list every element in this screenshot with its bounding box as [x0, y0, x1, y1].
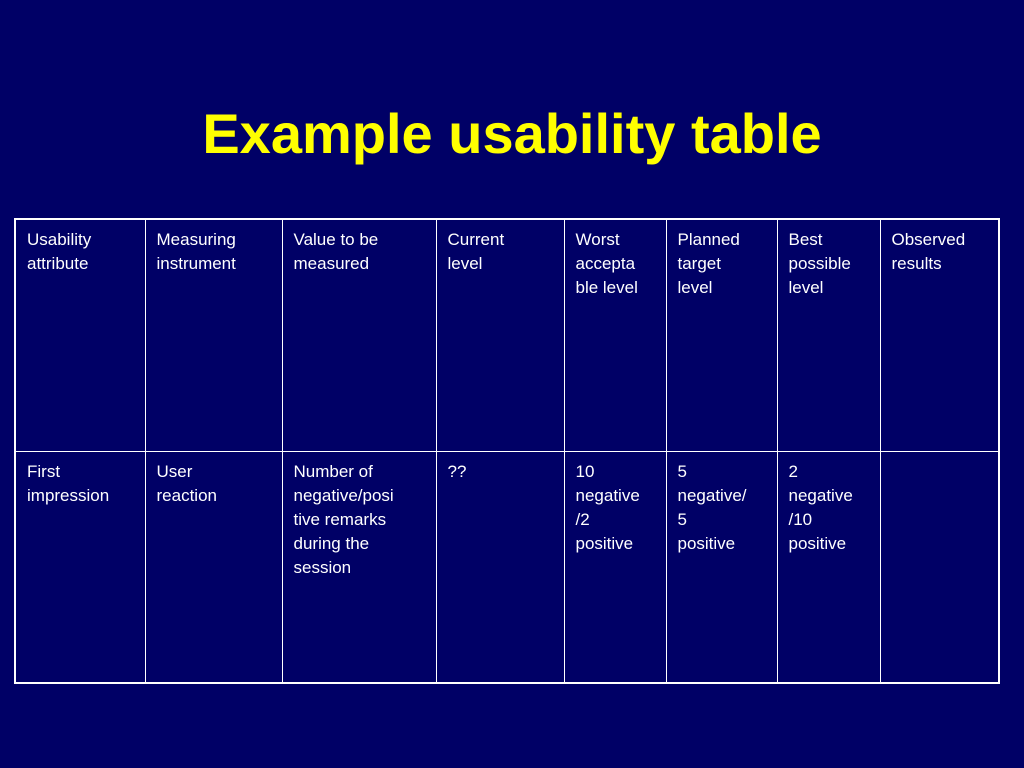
cell-text: positive — [788, 533, 847, 553]
usability-table: Usability attribute Measuring instrument… — [14, 218, 1000, 684]
cell-value-to-be-measured: Number of negative/posi tive remarks dur… — [281, 450, 437, 682]
cell-text: 5 — [677, 509, 687, 529]
cell-planned-target-level: 5 negative/ 5 positive — [665, 450, 778, 682]
cell-text: positive — [677, 533, 736, 553]
cell-text: reaction — [156, 485, 217, 505]
cell-text: Planned — [677, 230, 740, 249]
cell-text: negative/ — [677, 485, 747, 505]
cell-text: Observed — [891, 230, 966, 249]
table-row: First impression User reaction Number of… — [16, 450, 998, 682]
cell-text: /2 — [575, 509, 590, 529]
cell-text: impression — [27, 485, 110, 505]
cell-text: Value to be — [293, 230, 379, 249]
cell-text: accepta — [575, 254, 636, 273]
header-usability-attribute: Usability attribute — [16, 220, 146, 452]
header-best-possible-level: Best possible level — [776, 220, 881, 452]
cell-text: Usability — [27, 230, 92, 249]
cell-text: results — [891, 254, 942, 273]
cell-text: session — [293, 557, 352, 577]
cell-text: 10 — [575, 461, 595, 481]
header-planned-target-level: Planned target level — [665, 220, 778, 452]
cell-text: level — [447, 254, 483, 273]
cell-text: Current — [447, 230, 505, 249]
header-value-to-be-measured: Value to be measured — [281, 220, 437, 452]
cell-worst-acceptable-level: 10 negative /2 positive — [563, 450, 667, 682]
cell-text: negative/posi — [293, 485, 394, 505]
cell-text: attribute — [27, 254, 89, 273]
cell-text: measured — [293, 254, 370, 273]
header-observed-results: Observed results — [879, 220, 998, 452]
cell-text: during the — [293, 533, 370, 553]
cell-measuring-instrument: User reaction — [144, 450, 283, 682]
header-worst-acceptable-level: Worst accepta ble level — [563, 220, 667, 452]
cell-text: Number of — [293, 461, 373, 481]
table-header-row: Usability attribute Measuring instrument… — [16, 220, 998, 452]
cell-text: negative — [575, 485, 640, 505]
slide-title: Example usability table — [202, 102, 822, 165]
cell-text: level — [677, 278, 713, 297]
cell-text: /10 — [788, 509, 813, 529]
cell-usability-attribute: First impression — [16, 450, 146, 682]
cell-text: User — [156, 461, 193, 481]
cell-best-possible-level: 2 negative /10 positive — [776, 450, 881, 682]
header-current-level: Current level — [435, 220, 565, 452]
cell-text: ?? — [447, 461, 467, 481]
cell-text: level — [788, 278, 824, 297]
cell-observed-results — [879, 450, 998, 682]
cell-text: Worst — [575, 230, 620, 249]
cell-text: tive remarks — [293, 509, 387, 529]
cell-text: target — [677, 254, 721, 273]
cell-text: First — [27, 461, 61, 481]
cell-text: instrument — [156, 254, 236, 273]
cell-text: positive — [575, 533, 634, 553]
cell-text: Best — [788, 230, 823, 249]
cell-text: negative — [788, 485, 853, 505]
cell-text: possible — [788, 254, 851, 273]
cell-text: ble level — [575, 278, 638, 297]
cell-text: Measuring — [156, 230, 236, 249]
cell-current-level: ?? — [435, 450, 565, 682]
cell-text: 2 — [788, 461, 798, 481]
cell-text: 5 — [677, 461, 687, 481]
header-measuring-instrument: Measuring instrument — [144, 220, 283, 452]
